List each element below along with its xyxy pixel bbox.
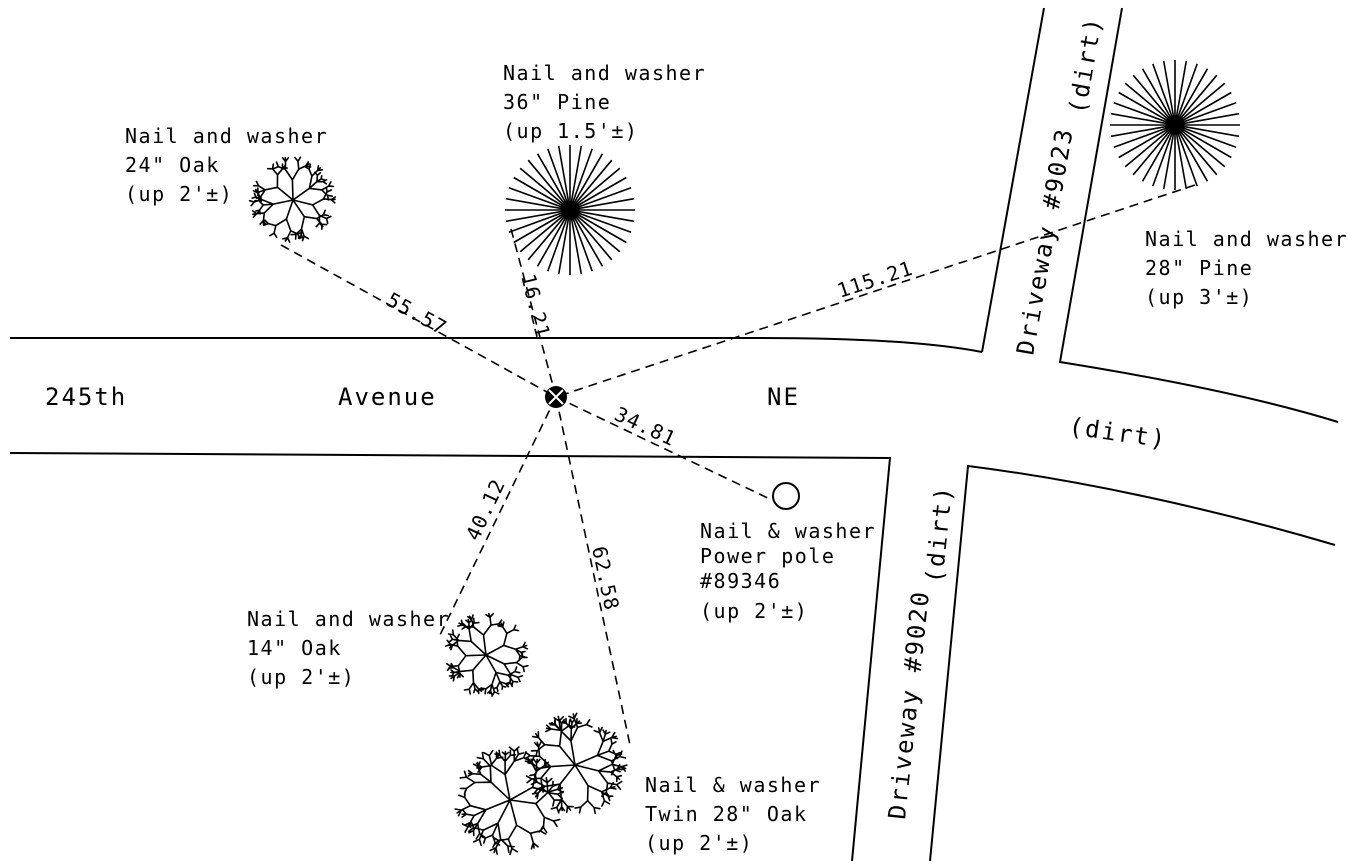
- twin-oak-tree-icon: [524, 712, 628, 814]
- tie-line-oak14: [439, 396, 557, 636]
- driveway-9023-west-edge: [981, 7, 1045, 353]
- tie-line-pine28: [555, 184, 1196, 398]
- distance-oak14: 40.12: [461, 475, 510, 544]
- label-pole: Nail & washer Power pole #89346 (up 2'±): [700, 519, 890, 623]
- tie-line-oak24: [280, 244, 557, 398]
- label-pine36: Nail and washer 36" Pine (up 1.5'±): [503, 61, 720, 143]
- street-name-direction: NE: [767, 383, 800, 411]
- street-name-number: 245th: [45, 383, 127, 411]
- distance-pole: 34.81: [611, 402, 680, 451]
- distance-twinoak: 62.58: [587, 544, 624, 613]
- oak-tree-icon: [445, 612, 529, 697]
- distance-pine36: 16.21: [516, 271, 555, 340]
- oak-tree-icon: [248, 156, 337, 243]
- street-surface: (dirt): [1067, 412, 1169, 453]
- label-twinoak: Nail & washer Twin 28" Oak (up 2'±): [645, 773, 835, 855]
- tie-line-pole: [555, 396, 773, 501]
- pine-tree-icon: [1110, 60, 1240, 190]
- driveway-9020-label: Driveway #9020: [883, 589, 935, 821]
- label-oak24: Nail and washer 24" Oak (up 2'±): [125, 124, 342, 206]
- street-name-type: Avenue: [338, 383, 437, 411]
- avenue-south-edge: [9, 452, 892, 861]
- driveway-9020-east-edge: [929, 464, 1336, 861]
- avenue-north-edge: [10, 337, 983, 353]
- driveway-9020-surface: (dirt): [920, 484, 958, 585]
- road-edges: [9, 7, 1339, 861]
- label-pine28: Nail and washer 28" Pine (up 3'±): [1145, 227, 1348, 309]
- driveway-9023-label: Driveway #9023: [1011, 125, 1079, 357]
- distance-oak24: 55.57: [383, 287, 452, 340]
- tie-lines: [280, 184, 1196, 746]
- pine-tree-icon: [505, 145, 635, 275]
- power-pole-icon: [772, 482, 800, 510]
- twin-oak-tree-icon: [454, 746, 564, 856]
- driveway-9023-surface: (dirt): [1063, 14, 1108, 116]
- driveway-9023-east-edge: [1058, 7, 1339, 423]
- survey-monument-icon: [545, 386, 567, 408]
- distance-pine28: 115.21: [834, 256, 916, 303]
- label-oak14: Nail and washer 14" Oak (up 2'±): [247, 607, 464, 689]
